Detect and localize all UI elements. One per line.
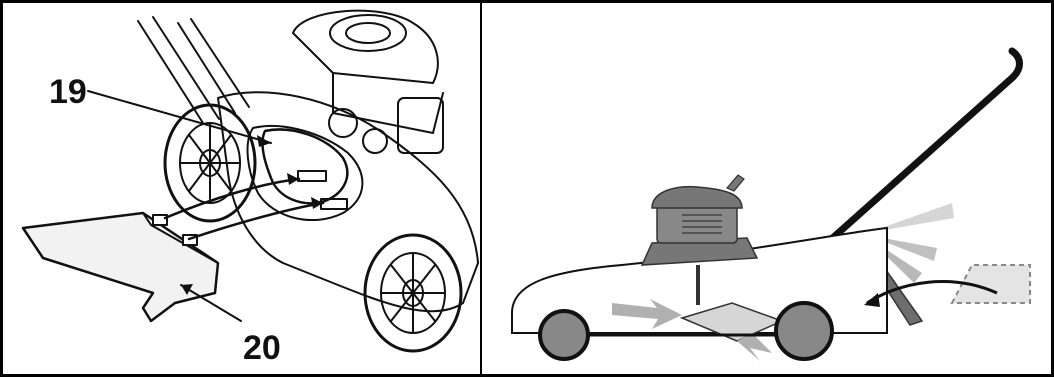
right-panel-illustration <box>482 3 1051 374</box>
handle-bar-left <box>137 20 204 124</box>
rear-flap-19 <box>261 128 349 205</box>
side-handle <box>823 47 1023 247</box>
side-mulching-plug <box>612 299 785 361</box>
handle-bar-left-edge <box>152 16 220 120</box>
panel-divider <box>480 0 482 377</box>
insert-arrow-lower <box>187 201 325 241</box>
rear-wheel-left <box>163 103 257 223</box>
side-front-wheel <box>538 309 590 361</box>
engine-knob <box>328 108 358 138</box>
insert-arrow-upper <box>163 177 301 220</box>
mower-rear-view-drawing: 19 20 <box>21 9 479 367</box>
leader-line-20 <box>180 284 242 322</box>
mower-deck <box>217 91 479 313</box>
engine-cap <box>329 14 407 52</box>
mower-side-schematic <box>511 47 1031 361</box>
side-engine <box>640 174 759 305</box>
rear-wheel-right <box>363 233 463 353</box>
callout-20: 20 <box>243 329 281 367</box>
attach-arrow <box>866 280 998 305</box>
mulching-plug-20 <box>21 211 220 323</box>
left-panel-illustration: 19 20 <box>3 3 480 374</box>
callout-19: 19 <box>49 73 87 111</box>
leader-line-19 <box>87 90 272 144</box>
grass-bag-outline <box>950 264 1031 304</box>
engine-cover <box>292 9 439 84</box>
side-rear-wheel <box>774 301 834 361</box>
